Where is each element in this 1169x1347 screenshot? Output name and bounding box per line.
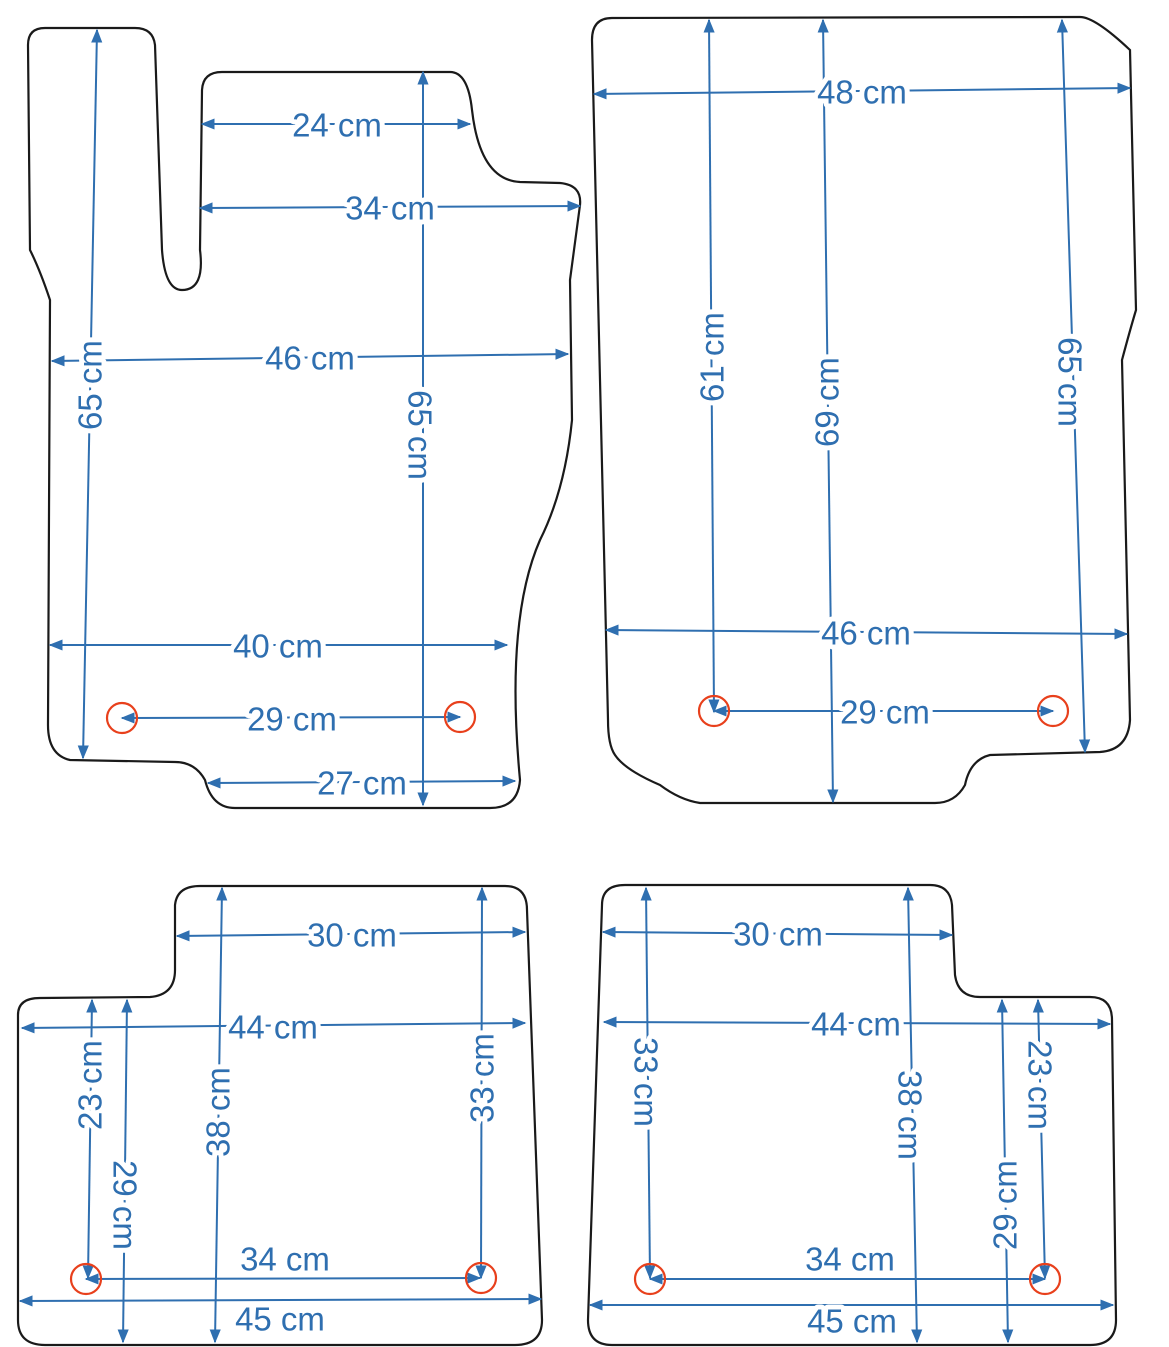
dimension-line-rear-right [640,886,656,1280]
dimension-line-front-right [592,82,1132,100]
fixing-hole-marker [464,1261,498,1295]
dimension-line-front-right [604,624,1129,640]
mat-outline-front-right [590,15,1138,805]
mat-outline-rear-right [586,883,1118,1347]
dimension-label-front-left: 65 cm [72,340,109,430]
dimension-line-rear-left [82,998,98,1280]
dimension-label-rear-right: 38 cm [892,1070,929,1160]
fixing-hole-marker [633,1262,667,1296]
dimension-label-rear-left: 30 cm [307,917,397,954]
fixing-hole-marker [105,701,139,735]
dimension-label-front-left: 27 cm [317,765,407,802]
fixing-hole-marker [69,1262,103,1296]
fixing-hole-marker [697,694,731,728]
dimension-label-front-right: 48 cm [817,74,907,111]
dimension-line-rear-left [117,998,133,1344]
dimension-label-front-left: 65 cm [402,390,439,480]
dimension-label-front-left: 40 cm [233,628,323,665]
dimension-line-rear-left [475,886,488,1280]
dimension-line-front-right [703,18,720,714]
dimension-label-rear-left: 33 cm [464,1033,501,1123]
dimension-line-rear-right [902,886,923,1344]
dimension-label-rear-right: 34 cm [805,1241,895,1278]
dimension-label-front-left: 46 cm [265,340,355,377]
dimension-label-front-left: 24 cm [292,107,382,144]
dimension-line-rear-left [84,1272,482,1285]
dimension-label-front-right: 69 cm [809,357,846,447]
dimension-label-front-left: 29 cm [247,701,337,738]
dimension-line-rear-right [1032,998,1051,1280]
dimension-label-rear-left: 23 cm [72,1040,109,1130]
fixing-hole-marker [443,700,477,734]
mat-outline-rear-left [16,884,544,1347]
dimension-line-front-left [77,28,103,760]
dimension-line-rear-right [601,926,954,941]
fixing-hole-marker [1028,1262,1062,1296]
dimension-line-rear-left [20,1017,527,1034]
dimension-line-front-left [206,775,517,789]
dimension-label-rear-left: 34 cm [240,1241,330,1278]
dimension-label-rear-left: 38 cm [200,1067,237,1157]
dimension-line-front-right [817,18,839,804]
dimension-label-rear-left: 45 cm [235,1301,325,1338]
dimension-label-rear-right: 29 cm [987,1160,1024,1250]
dimension-label-rear-right: 44 cm [811,1006,901,1043]
dimension-label-rear-left: 29 cm [107,1160,144,1250]
fixing-hole-marker [1036,694,1070,728]
dimension-line-rear-left [175,926,527,942]
dimension-line-front-left [50,348,570,367]
dimension-label-rear-right: 33 cm [628,1037,665,1127]
dimension-label-front-right: 65 cm [1052,337,1089,427]
dimension-label-front-left: 34 cm [345,190,435,227]
dimension-line-rear-right [996,998,1014,1344]
dimension-label-front-right: 46 cm [821,615,911,652]
mat-outline-front-left [26,26,582,810]
dimension-line-rear-right [602,1016,1112,1030]
dimension-line-rear-left [209,886,228,1344]
dimension-line-front-left [198,200,582,214]
dimension-label-front-right: 29 cm [840,694,930,731]
dimension-line-front-left [120,711,462,724]
dimension-label-rear-right: 23 cm [1022,1040,1059,1130]
dimension-label-rear-right: 45 cm [807,1303,897,1340]
dimension-line-rear-left [18,1293,543,1307]
dimension-label-rear-right: 30 cm [733,916,823,953]
dimension-label-front-right: 61 cm [694,312,731,402]
dimension-label-rear-left: 44 cm [228,1009,318,1046]
